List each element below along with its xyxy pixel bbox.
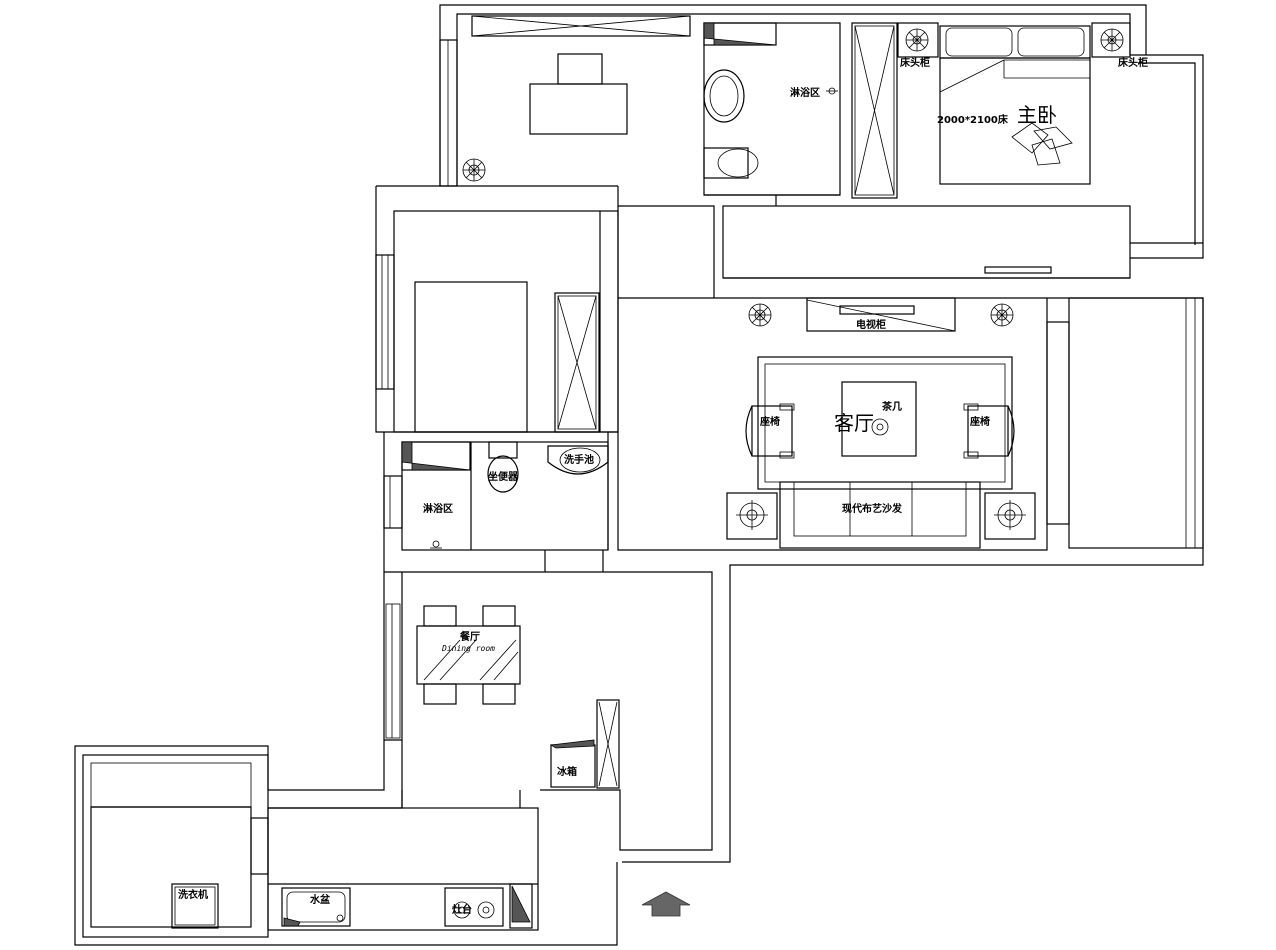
dining-chair	[482, 683, 516, 705]
dining-chair	[423, 683, 457, 705]
chair	[557, 53, 603, 85]
pillow-right	[1017, 27, 1085, 57]
single-bed	[414, 281, 528, 433]
basin	[547, 445, 609, 475]
plant-icon	[871, 418, 889, 436]
bed-size-label: 2000*2100床	[937, 113, 1009, 126]
laundry-room: 洗衣机	[171, 883, 219, 929]
second-bedroom	[414, 211, 601, 433]
kitchen: 水盆 灶台	[281, 883, 533, 929]
dining-room-en-label: Dining room	[441, 644, 495, 653]
toilet-tank	[488, 441, 518, 459]
basin-label: 洗手池	[564, 453, 594, 466]
toilet-label: 坐便器	[488, 470, 519, 483]
stove	[444, 887, 504, 927]
side-table-right	[984, 492, 1036, 540]
study-room	[439, 15, 691, 187]
nightstand-right-label: 床头柜	[1118, 56, 1148, 69]
cabinet	[596, 699, 620, 789]
dining-table	[416, 625, 521, 685]
sink	[281, 887, 351, 927]
sofa: 现代布艺沙发	[779, 481, 981, 549]
master-bedroom: 2000*2100床 主卧 床头柜 床头柜	[897, 22, 1148, 274]
shower-head-icon	[430, 540, 442, 549]
plant-icon	[748, 303, 772, 327]
second-bathroom: 淋浴区 坐便器 洗手池	[401, 441, 609, 549]
dining-chair	[423, 605, 457, 627]
closet	[851, 22, 898, 199]
living-room-label: 客厅	[834, 411, 874, 435]
desk	[529, 83, 628, 135]
washing-machine	[171, 883, 219, 929]
nightstand-left-label: 床头柜	[900, 56, 930, 69]
shower-head-icon	[826, 87, 838, 95]
toilet	[703, 147, 749, 179]
living-room: 电视柜 茶几 客厅 座椅 座椅	[726, 297, 1036, 549]
shower-area-label: 淋浴区	[790, 86, 820, 99]
plant-icon	[990, 303, 1014, 327]
plant-icon	[462, 158, 486, 182]
lamp-icon	[905, 28, 929, 52]
wardrobe	[554, 292, 600, 433]
master-bedroom-label: 主卧	[1017, 103, 1057, 127]
tv	[839, 305, 915, 315]
shower-area-label: 淋浴区	[423, 502, 453, 515]
sofa-label: 现代布艺沙发	[842, 502, 903, 515]
washer-label: 洗衣机	[178, 888, 208, 901]
nightstand-right	[1091, 22, 1131, 58]
side-table-left	[726, 492, 778, 540]
tv-cabinet-label: 电视柜	[856, 318, 886, 331]
dining-chair	[482, 605, 516, 627]
dining-room-label: 餐厅	[459, 630, 480, 643]
walls	[74, 4, 1204, 946]
sink-label: 水盆	[309, 893, 331, 906]
lamp-icon	[1100, 28, 1124, 52]
armchair-left: 座椅	[745, 403, 795, 459]
tea-table-label: 茶几	[881, 400, 902, 413]
pillow-left	[945, 27, 1013, 57]
stove-label: 灶台	[452, 903, 472, 916]
dining-room: 餐厅 Dining room 冰箱	[416, 605, 620, 789]
tv-cabinet	[806, 297, 956, 332]
fridge	[550, 744, 596, 788]
armchair-right-label: 座椅	[969, 415, 990, 428]
rug	[757, 356, 1013, 490]
entry-arrow-icon	[641, 891, 691, 917]
armchair-right: 座椅	[963, 403, 1015, 459]
radiator	[984, 266, 1052, 274]
cushion-icon	[1011, 122, 1073, 166]
fridge-label: 冰箱	[557, 765, 577, 778]
master-bathroom: 淋浴区	[703, 22, 841, 206]
tea-table	[841, 381, 917, 457]
toilet	[487, 455, 519, 493]
armchair-left-label: 座椅	[759, 415, 780, 428]
nightstand-left	[897, 22, 939, 58]
bathtub-basin	[703, 69, 745, 123]
